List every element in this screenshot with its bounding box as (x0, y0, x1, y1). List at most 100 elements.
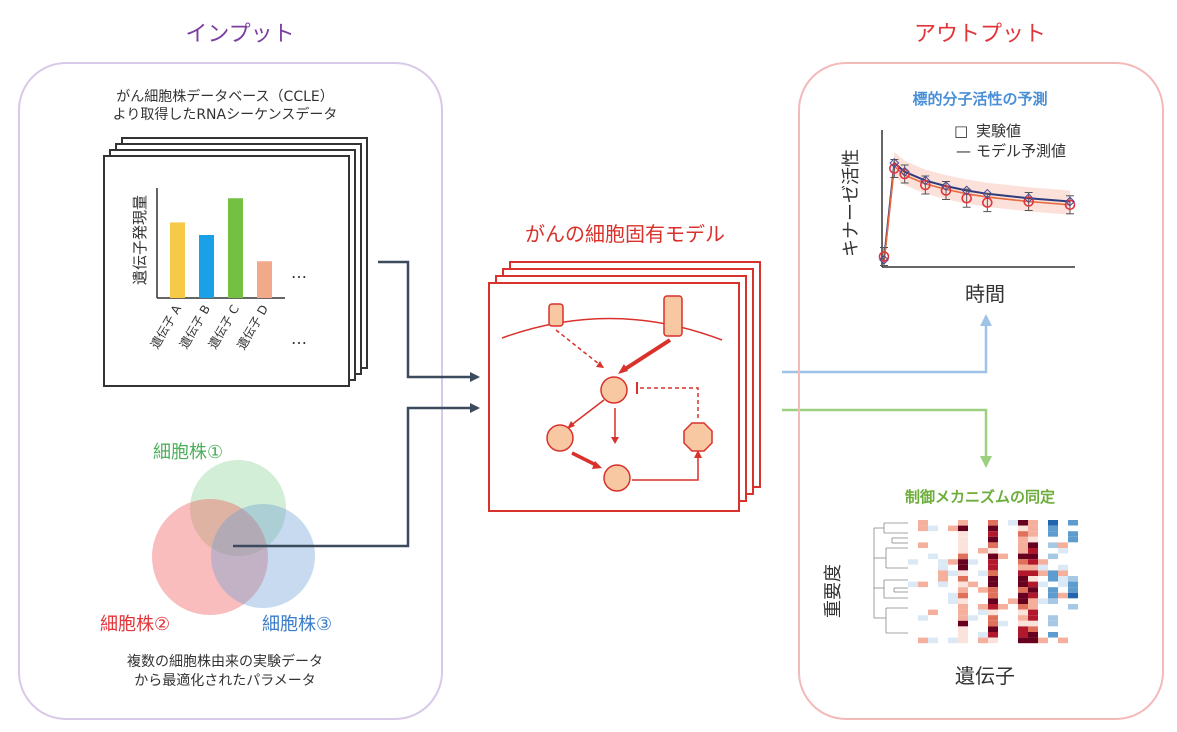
heatmap-cell (998, 609, 1008, 616)
heatmap-cell (1038, 587, 1048, 593)
heatmap-cell (1068, 581, 1078, 588)
heatmap-cell (1018, 531, 1028, 537)
venn-diagram (152, 460, 315, 615)
param-caption-line1: 複数の細胞株由来の実験データ (127, 654, 323, 670)
heatmap-cell (998, 559, 1008, 565)
heatmap-cell (928, 598, 938, 604)
experimental-point (1064, 199, 1076, 211)
heatmap-cell (918, 536, 928, 543)
heatmap-cell (978, 576, 988, 582)
model-point (1023, 193, 1034, 204)
heatmap-cell (1058, 615, 1068, 621)
heatmap-cell (1028, 615, 1038, 621)
heatmap-cell (998, 626, 1008, 632)
heatmap-cell (938, 570, 948, 576)
heatmap-cell (938, 553, 948, 560)
heatmap-cell (998, 581, 1008, 588)
heatmap-cell (968, 564, 978, 571)
heatmap-cell (908, 620, 918, 627)
heatmap-cell (1008, 548, 1018, 554)
heatmap-cell (988, 604, 998, 610)
heatmap-cell (1038, 609, 1048, 616)
heatmap-cell (918, 615, 928, 621)
heatmap-cell (1058, 525, 1068, 532)
activity-ylabel: キナーゼ活性 (841, 149, 862, 257)
heatmap-cell (968, 553, 978, 560)
heatmap-cell (1038, 581, 1048, 588)
heatmap-cell (998, 520, 1008, 526)
heatmap-cell (1008, 615, 1018, 621)
heatmap-cell (968, 576, 978, 582)
heatmap-cell (978, 525, 988, 532)
heatmap-cell (978, 581, 988, 588)
heatmap-cell (1068, 587, 1078, 593)
heatmap-cell (1028, 620, 1038, 627)
heatmap-cell (968, 559, 978, 565)
heatmap-cell (988, 615, 998, 621)
heatmap-cell (948, 520, 958, 526)
venn-circle-3 (211, 504, 315, 608)
heatmap-cell (958, 536, 968, 543)
heatmap-cell (918, 598, 928, 604)
heatmap-cell (908, 564, 918, 571)
heatmap-cell (1018, 548, 1028, 554)
experimental-point (878, 251, 890, 262)
heatmap-cell (958, 559, 968, 565)
heatmap-cell (918, 620, 928, 627)
heatmap-cell (1038, 626, 1048, 632)
heatmap-cell (928, 564, 938, 571)
heatmap-cell (928, 609, 938, 616)
heatmap-cell (1028, 598, 1038, 604)
expression-bar-4 (257, 261, 272, 298)
heatmap-cell (948, 576, 958, 582)
heatmap-cell (908, 626, 918, 632)
heatmap-cell (908, 525, 918, 532)
heatmap-cell (1028, 604, 1038, 610)
heatmap-cell (1008, 626, 1018, 632)
heatmap-cell (998, 615, 1008, 621)
heatmap-cell (1068, 564, 1078, 571)
heatmap-cell (938, 542, 948, 548)
heatmap-cell (1028, 548, 1038, 554)
heatmap-cell (908, 570, 918, 576)
model-point (1065, 196, 1075, 207)
heatmap-cell (1048, 525, 1058, 532)
heatmap-cell (928, 548, 938, 554)
heatmap-cell (908, 536, 918, 543)
heatmap-cell (1068, 615, 1078, 621)
heatmap-cell (938, 548, 948, 554)
heatmap-cell (1028, 536, 1038, 543)
heatmap-cell (1048, 536, 1058, 543)
heatmap-cell (988, 626, 998, 632)
heatmap-cell (948, 632, 958, 638)
heatmap-cell (978, 598, 988, 604)
heatmap-cell (1028, 531, 1038, 537)
heatmap-cell (918, 520, 928, 526)
heatmap-cell (1068, 604, 1078, 610)
heatmap-cell (1028, 520, 1038, 526)
heatmap-cell (938, 581, 948, 588)
heatmap-cell (1068, 559, 1078, 565)
heatmap-cell (968, 536, 978, 543)
heatmap-cell (958, 570, 968, 576)
heatmap-cell (908, 632, 918, 638)
heatmap-cell (1008, 587, 1018, 593)
heatmap-cell (908, 520, 918, 526)
heatmap-cell (998, 570, 1008, 576)
heatmap-cell (978, 620, 988, 627)
heatmap-cell (918, 531, 928, 537)
heatmap-cell (948, 587, 958, 593)
heatmap-cell (988, 536, 998, 543)
heatmap-cell (968, 520, 978, 526)
heatmap-cell (1068, 536, 1078, 543)
heatmap-cell (968, 598, 978, 604)
experimental-point (899, 168, 910, 180)
heatmap-cell (1038, 570, 1048, 576)
heatmap-cell (948, 548, 958, 554)
heatmap-cell (1048, 531, 1058, 537)
heatmap-cell (1068, 553, 1078, 560)
heatmap-cell (928, 542, 938, 548)
heatmap-cell (948, 542, 958, 548)
heatmap-cell (948, 609, 958, 616)
heatmap-cell (928, 637, 938, 644)
